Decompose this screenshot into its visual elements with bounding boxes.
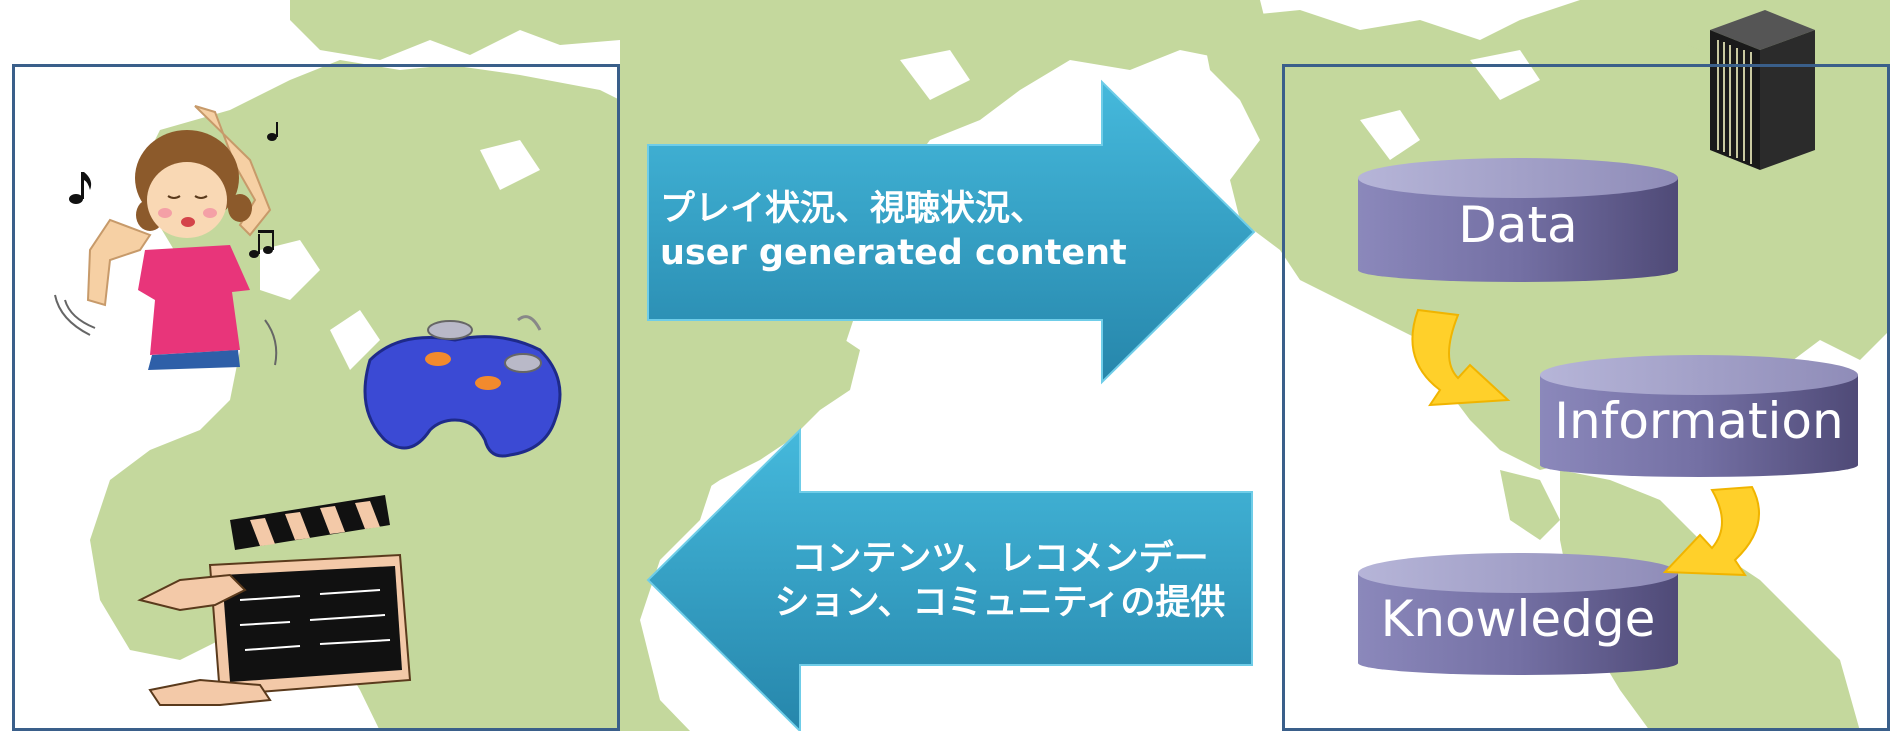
delivery-arrow-line1: コンテンツ、レコメンデー: [791, 539, 1209, 579]
delivery-arrow: [646, 427, 1253, 731]
music-notes-icon: [69, 122, 278, 258]
upload-arrow-line1: プレイ状況、視聴状況、: [660, 189, 1046, 229]
dancing-girl-icon: [54, 105, 278, 370]
gamepad-icon: [363, 315, 562, 458]
delivery-arrow-line2: ション、コミュニティの提供: [774, 582, 1226, 623]
knowledge-label: Knowledge: [1380, 590, 1656, 648]
user-panel: [12, 64, 620, 731]
curved-arrow-icon: [1662, 485, 1760, 577]
information-label: Information: [1554, 392, 1844, 450]
upload-arrow: [647, 79, 1256, 385]
knowledge-cylinder: [1358, 553, 1678, 675]
upload-arrow-label: プレイ状況、視聴状況、 user generated content: [660, 188, 1140, 276]
data-label: Data: [1458, 196, 1578, 254]
information-cylinder: [1540, 355, 1858, 477]
server-panel: [1282, 64, 1890, 731]
upload-arrow-line2: user generated content: [660, 232, 1127, 273]
delivery-arrow-label: コンテンツ、レコメンデー ション、コミュニティの提供: [740, 538, 1260, 626]
data-cylinder: [1358, 158, 1678, 282]
clapperboard-icon: [137, 495, 412, 706]
curved-arrow-icon: [1411, 308, 1511, 407]
